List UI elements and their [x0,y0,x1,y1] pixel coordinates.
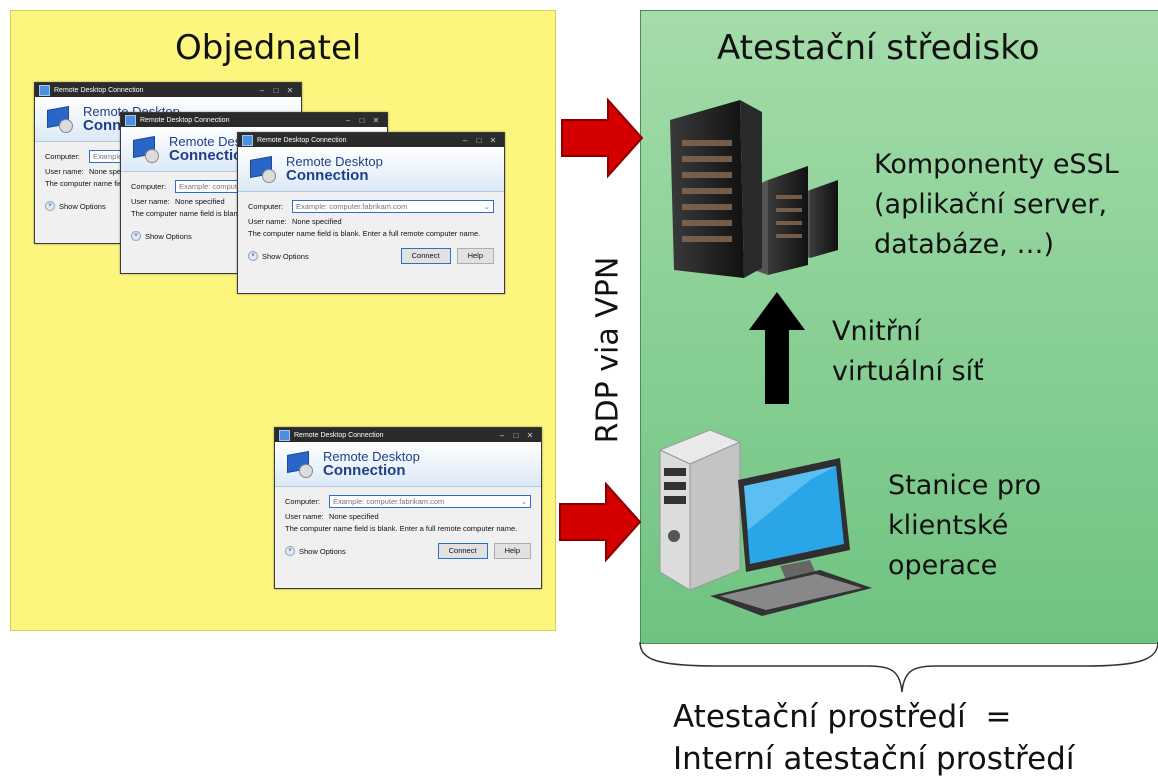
rdc-app-icon [125,114,136,126]
remote-desktop-icon [45,105,73,133]
workstation-icon [658,429,872,616]
maximize-icon[interactable]: □ [359,115,365,125]
computer-label: Computer: [285,497,321,506]
chevron-down-icon[interactable]: ⌄ [483,202,490,211]
objednatel-title: Objednatel [175,28,362,68]
station-label: Stanice pro klientské operace [888,466,1041,586]
rdc-window[interactable]: Remote Desktop Connection – □ ✕ Remote D… [237,132,505,294]
rdc-header-line2: Connection [169,146,252,164]
user-label: User name: [285,512,324,521]
station-label-line-1: Stanice pro [888,470,1042,501]
user-value: None specified [175,197,225,206]
rdc-titlebar[interactable]: Remote Desktop Connection – □ ✕ [121,113,387,127]
rdc-header-line2: Connection [323,461,406,479]
computer-placeholder: Example: computer.fabrikam.com [296,202,408,211]
chevron-down-icon[interactable]: ⌄ [520,497,527,506]
rdc-app-icon [39,84,50,96]
help-button[interactable]: Help [456,248,494,264]
rdc-title: Remote Desktop Connection [54,86,144,94]
show-options-label: Show Options [145,231,192,241]
rdc-title: Remote Desktop Connection [257,136,347,144]
close-icon[interactable]: ✕ [489,135,497,145]
bottom-caption-line-2: Interní atestační prostředí [673,741,1075,777]
user-label: User name: [45,167,84,176]
red-arrow-bottom [559,482,642,562]
remote-desktop-icon [248,155,276,183]
rdc-app-icon [279,429,290,441]
show-options-label: Show Options [299,546,346,556]
expand-icon: ˅ [285,546,295,556]
rdc-header-line2: Connection [286,166,369,184]
server-label-line-2: (aplikační server, [874,189,1108,220]
user-label: User name: [248,217,287,226]
curly-brace [639,641,1158,693]
rdp-via-vpn-label: RDP via VPN [590,256,626,444]
station-label-line-2: klientské [888,510,1009,541]
remote-desktop-icon [131,135,159,163]
rdc-header: Remote Desktop Connection [275,442,541,487]
show-options-toggle[interactable]: ˅ Show Options [45,201,192,211]
remote-desktop-icon [285,450,313,478]
rdc-titlebar[interactable]: Remote Desktop Connection – □ ✕ [238,133,504,147]
rdc-header-line1: Remote Desktop [286,153,383,169]
network-label-line-2: virtuální síť [832,356,984,387]
rdc-note: The computer name field is blank. Enter … [248,229,481,238]
expand-icon: ˅ [131,231,141,241]
server-label: Komponenty eSSL (aplikační server, datab… [874,145,1119,265]
maximize-icon[interactable]: □ [273,85,279,95]
show-options-label: Show Options [59,201,106,211]
rdc-title: Remote Desktop Connection [294,431,384,439]
user-value: None specified [329,512,379,521]
expand-icon: ˅ [45,201,55,211]
rdc-titlebar[interactable]: Remote Desktop Connection – □ ✕ [275,428,541,442]
stredisko-title: Atestační středisko [717,28,1040,68]
close-icon[interactable]: ✕ [526,430,534,440]
computer-placeholder: Example: computer.fabrikam.com [179,182,291,191]
rdc-titlebar[interactable]: Remote Desktop Connection – □ ✕ [35,83,301,97]
connect-button[interactable]: Connect [400,248,451,264]
rdc-header: Remote Desktop Connection [238,147,504,192]
computer-label: Computer: [131,182,167,191]
network-label-line-1: Vnitřní [832,316,921,347]
computer-placeholder: Example: computer.fabrikam.com [333,497,445,506]
minimize-icon[interactable]: – [345,115,351,125]
close-icon[interactable]: ✕ [372,115,380,125]
rdc-title: Remote Desktop Connection [140,116,230,124]
minimize-icon[interactable]: – [462,135,468,145]
server-rack-icon [670,100,838,278]
show-options-toggle[interactable]: ˅ Show Options [248,251,395,261]
user-value: None specified [89,167,139,176]
show-options-toggle[interactable]: ˅ Show Options [285,546,432,556]
red-arrow-top [561,98,644,178]
computer-input[interactable]: Example: computer.fabrikam.com ⌄ [329,495,531,508]
rdc-header-line1: Remote Desktop [323,448,420,464]
minimize-icon[interactable]: – [259,85,265,95]
maximize-icon[interactable]: □ [513,430,519,440]
close-icon[interactable]: ✕ [286,85,294,95]
network-label: Vnitřní virtuální síť [832,312,984,392]
rdc-note: The computer name field is blank. Enter … [285,524,518,533]
bottom-caption-line-1: Atestační prostředí = [673,699,1012,735]
show-options-label: Show Options [262,251,309,261]
server-label-line-1: Komponenty eSSL [874,149,1119,180]
connect-button[interactable]: Connect [437,543,488,559]
rdc-app-icon [242,134,253,146]
maximize-icon[interactable]: □ [476,135,482,145]
bottom-caption: Atestační prostředí = Interní atestační … [673,696,1074,780]
user-value: None specified [292,217,342,226]
show-options-toggle[interactable]: ˅ Show Options [131,231,278,241]
computer-label: Computer: [248,202,284,211]
computer-label: Computer: [45,152,81,161]
user-label: User name: [131,197,170,206]
expand-icon: ˅ [248,251,258,261]
server-label-line-3: databáze, …) [874,229,1054,260]
rdc-window[interactable]: Remote Desktop Connection – □ ✕ Remote D… [274,427,542,589]
minimize-icon[interactable]: – [499,430,505,440]
help-button[interactable]: Help [493,543,531,559]
black-arrow-up [749,292,805,404]
station-label-line-3: operace [888,550,998,581]
computer-input[interactable]: Example: computer.fabrikam.com ⌄ [292,200,494,213]
